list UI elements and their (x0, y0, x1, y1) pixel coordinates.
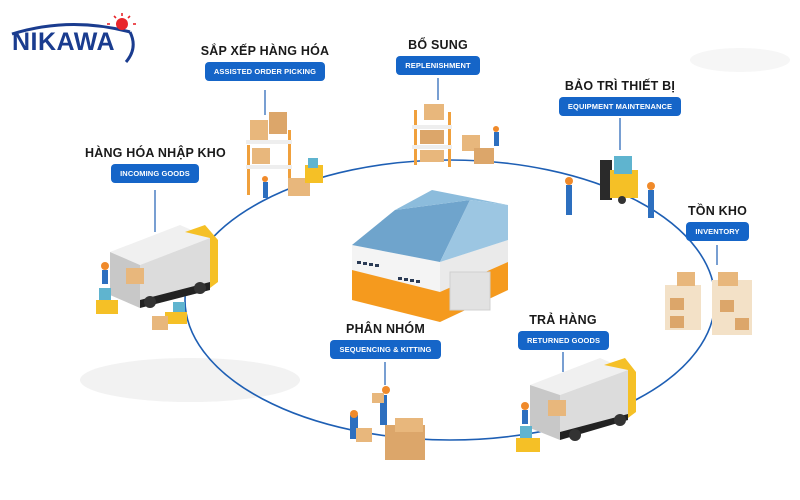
truck-loading-icon (516, 358, 636, 452)
station-returned-goods: TRẢ HÀNG RETURNED GOODS (518, 313, 610, 350)
station-equipment-maintenance: BẢO TRÌ THIẾT BỊ EQUIPMENT MAINTENANCE (555, 79, 685, 116)
shelf-boxes-icon (412, 104, 499, 167)
station-vn-label: SẮP XẾP HÀNG HÓA (200, 44, 330, 58)
station-en-pill: SEQUENCING & KITTING (330, 340, 441, 359)
logo-swoosh-icon (11, 13, 136, 63)
inventory-shelves-icon (665, 272, 752, 335)
station-vn-label: BỔ SUNG (408, 38, 468, 52)
warehouse-building-icon (352, 190, 508, 322)
truck-unloading-icon (96, 225, 218, 330)
shelf-forklift-icon (246, 112, 323, 198)
station-en-pill: EQUIPMENT MAINTENANCE (558, 97, 682, 116)
station-incoming-goods: HÀNG HÓA NHẬP KHO INCOMING GOODS (85, 146, 226, 183)
brand-name: NIKAWA (12, 28, 115, 56)
station-vn-label: PHÂN NHÓM (346, 322, 425, 336)
sun-icon (116, 18, 128, 30)
station-vn-label: BẢO TRÌ THIẾT BỊ (564, 79, 676, 93)
station-vn-label: HÀNG HÓA NHẬP KHO (85, 146, 226, 160)
station-vn-label: TỒN KHO (687, 204, 748, 218)
forklift-workers-icon (565, 156, 655, 218)
station-en-pill: INVENTORY (686, 222, 749, 241)
nikawa-logo: NIKAWA (10, 12, 140, 67)
station-order-picking: SẮP XẾP HÀNG HÓA ASSISTED ORDER PICKING (190, 44, 340, 81)
station-en-pill: REPLENISHMENT (396, 56, 480, 75)
station-en-pill: RETURNED GOODS (518, 331, 610, 350)
station-en-pill: INCOMING GOODS (111, 164, 199, 183)
station-sequencing-kitting: PHÂN NHÓM SEQUENCING & KITTING (328, 322, 443, 359)
station-vn-label: TRẢ HÀNG (529, 313, 597, 327)
ground-shadow (690, 48, 790, 72)
ground-shadow (80, 358, 300, 402)
station-en-pill: ASSISTED ORDER PICKING (204, 62, 326, 81)
connector-lines (154, 78, 718, 385)
workers-boxes-icon (350, 386, 425, 460)
station-replenishment: BỔ SUNG REPLENISHMENT (388, 38, 488, 75)
station-inventory: TỒN KHO INVENTORY (680, 204, 755, 241)
